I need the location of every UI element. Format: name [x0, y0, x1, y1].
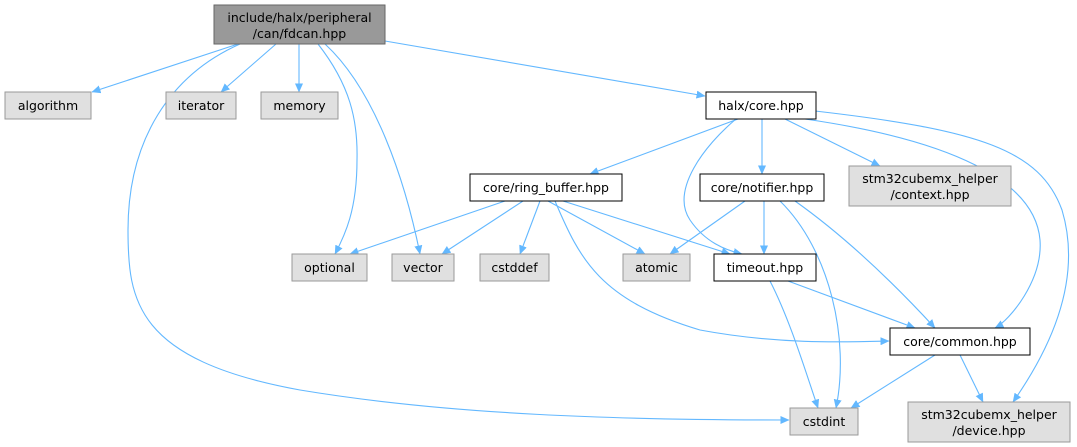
node-memory[interactable]: memory	[260, 91, 339, 120]
edge-halx-core-to-ring-buffer	[589, 118, 739, 175]
node-cstddef-label: cstddef	[491, 260, 538, 275]
edge-ring-buffer-to-timeout	[562, 200, 731, 256]
edge-notifier-to-atomic	[669, 200, 746, 255]
node-timeout-hpp[interactable]: timeout.hpp	[713, 253, 817, 282]
edge-halx-core-to-device	[814, 110, 1070, 403]
node-halx-core-hpp-label: halx/core.hpp	[718, 98, 804, 113]
edge-ring-buffer-to-atomic	[547, 200, 646, 255]
node-vector-label: vector	[403, 260, 444, 275]
node-optional[interactable]: optional	[291, 253, 368, 282]
node-atomic[interactable]: atomic	[622, 253, 691, 282]
node-vector[interactable]: vector	[391, 253, 455, 282]
node-common-hpp[interactable]: core/common.hpp	[889, 327, 1031, 356]
node-algorithm[interactable]: algorithm	[4, 91, 92, 120]
edge-timeout-to-common	[787, 280, 916, 329]
node-fdcan-hpp-line-1: include/halx/peripheral	[227, 10, 371, 25]
edge-ring-buffer-to-vector	[441, 200, 524, 255]
node-cstdint-label: cstdint	[803, 414, 846, 429]
edge-notifier-to-common	[794, 200, 936, 329]
edge-halx-core-to-common	[804, 118, 1041, 329]
node-halx-core-hpp[interactable]: halx/core.hpp	[705, 91, 817, 120]
edge-root-to-algorithm	[91, 43, 239, 94]
node-device-hpp-line-2: /device.hpp	[952, 423, 1025, 438]
node-context-hpp[interactable]: stm32cubemx_helper /context.hpp	[848, 165, 1012, 207]
dependency-edges	[91, 40, 1070, 424]
node-context-hpp-line-2: /context.hpp	[890, 187, 969, 202]
edge-timeout-to-cstdint	[769, 280, 820, 409]
edge-root-to-vector	[324, 43, 423, 255]
edge-root-to-cstdint	[127, 43, 790, 424]
edge-common-to-device	[959, 354, 984, 403]
edge-ring-buffer-to-cstddef	[519, 200, 541, 255]
edge-root-to-iterator	[220, 43, 277, 93]
node-algorithm-label: algorithm	[18, 98, 78, 113]
node-cstdint[interactable]: cstdint	[789, 407, 859, 436]
node-ring-buffer-hpp[interactable]: core/ring_buffer.hpp	[469, 173, 623, 202]
edge-ring-buffer-to-optional	[349, 200, 506, 256]
edge-ring-buffer-to-common	[554, 200, 890, 346]
node-common-hpp-label: core/common.hpp	[903, 334, 1017, 349]
node-optional-label: optional	[304, 260, 355, 275]
edge-halx-core-to-context	[784, 118, 881, 167]
node-fdcan-hpp[interactable]: include/halx/peripheral /can/fdcan.hpp	[213, 4, 386, 45]
node-context-hpp-line-1: stm32cubemx_helper	[862, 171, 998, 186]
node-atomic-label: atomic	[635, 260, 678, 275]
node-device-hpp-line-1: stm32cubemx_helper	[921, 407, 1057, 422]
node-timeout-hpp-label: timeout.hpp	[727, 260, 804, 275]
edge-root-to-halx-core	[384, 40, 706, 99]
edge-notifier-to-cstdint	[779, 200, 842, 409]
edge-common-to-cstdint	[850, 354, 936, 409]
node-notifier-hpp-label: core/notifier.hpp	[711, 180, 814, 195]
node-iterator-label: iterator	[178, 98, 225, 113]
node-ring-buffer-hpp-label: core/ring_buffer.hpp	[483, 180, 609, 195]
node-device-hpp[interactable]: stm32cubemx_helper /device.hpp	[907, 401, 1071, 443]
node-iterator[interactable]: iterator	[165, 91, 237, 120]
node-cstddef[interactable]: cstddef	[479, 253, 550, 282]
node-memory-label: memory	[273, 98, 326, 113]
node-notifier-hpp[interactable]: core/notifier.hpp	[699, 173, 825, 202]
node-fdcan-hpp-line-2: /can/fdcan.hpp	[253, 26, 346, 41]
edge-root-to-optional	[317, 43, 358, 255]
